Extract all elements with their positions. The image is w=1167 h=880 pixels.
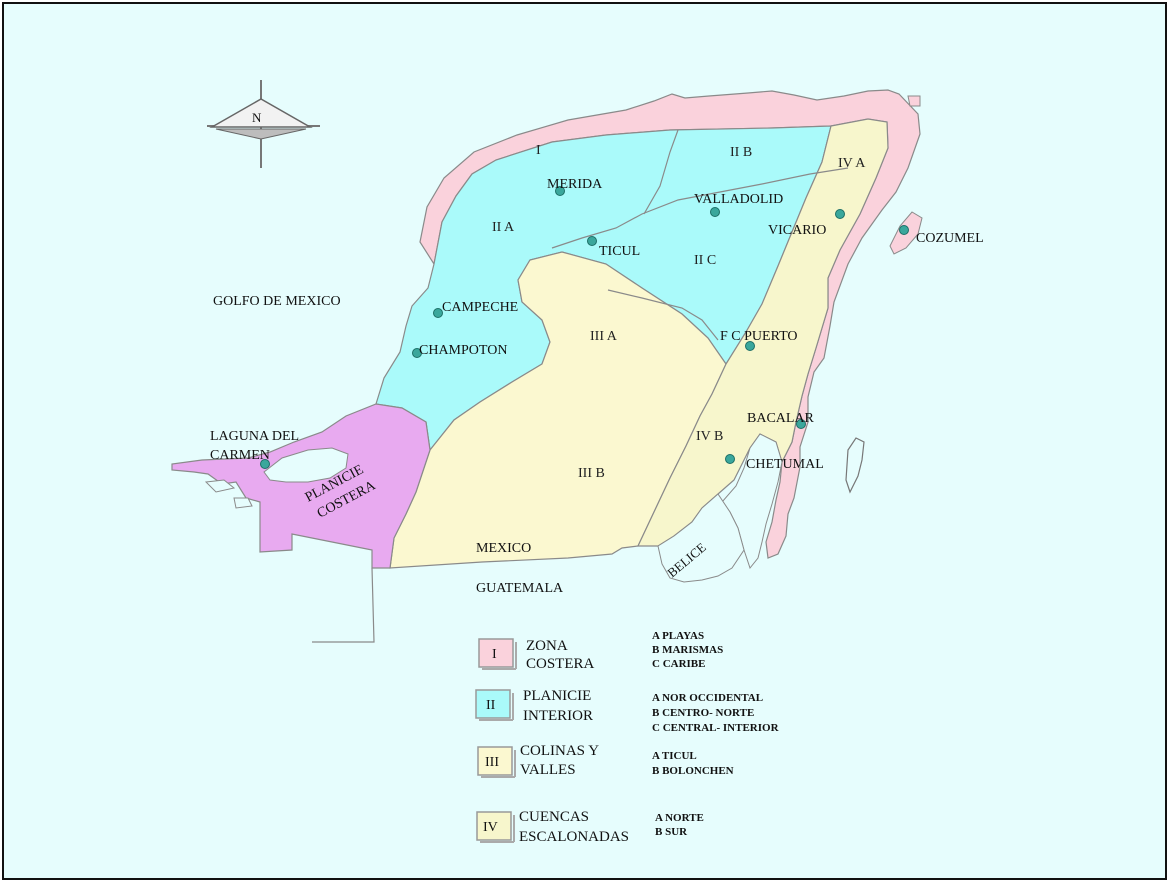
legend-sub: A NORTE — [655, 812, 704, 824]
border-line — [312, 567, 375, 643]
laguna-label-line1: LAGUNA DEL — [210, 429, 299, 444]
valladolid-label: VALLADOLID — [694, 192, 783, 207]
legend-title-line2: ESCALONADAS — [519, 829, 629, 845]
merida-marker[interactable] — [555, 186, 565, 196]
legend-item-colinas-valles: III COLINAS Y VALLES A TICUL B BOLONCHEN — [477, 743, 734, 778]
fc-puerto-label: F C PUERTO — [720, 329, 797, 344]
yucatan-map: N I II A — [171, 80, 984, 845]
legend-numeral: IV — [483, 820, 498, 835]
zone-ii-b-label: II B — [730, 145, 752, 160]
bahia-chetumal-water — [721, 433, 783, 570]
vicario-marker[interactable] — [835, 209, 845, 219]
guatemala-label: GUATEMALA — [476, 581, 564, 596]
fc-puerto-marker[interactable] — [745, 341, 755, 351]
legend-item-planicie-interior: II PLANICIE INTERIOR A NOR OCCIDENTAL B … — [475, 688, 780, 734]
legend-title-line2: VALLES — [520, 762, 576, 778]
mexico-label: MEXICO — [476, 541, 531, 556]
chinchorro-islands — [845, 437, 865, 494]
zone-labels: I II A II B II C III A III B IV A IV B — [492, 143, 866, 481]
valladolid-marker[interactable] — [710, 207, 720, 217]
compass-north-label: N — [252, 110, 262, 125]
legend-sub: B SUR — [655, 826, 688, 838]
cuencas-escalonadas-region — [637, 118, 889, 547]
islet-shape — [907, 95, 921, 107]
zone-ii-c-label: II C — [694, 253, 716, 268]
laguna-label-line2: CARMEN — [210, 448, 270, 463]
merida-label: MERIDA — [547, 177, 603, 192]
legend-sub: B MARISMAS — [652, 644, 723, 656]
legend-numeral: I — [492, 647, 497, 662]
colinas-valles-region — [389, 251, 727, 569]
planicie-costera-region — [171, 403, 431, 569]
legend-sub: B CENTRO- NORTE — [652, 707, 754, 719]
legend-item-cuencas-escalonadas: IV CUENCAS ESCALONADAS A NORTE B SUR — [476, 809, 704, 845]
legend-item-zona-costera: I ZONA COSTERA A PLAYAS B MARISMAS C CAR… — [478, 630, 723, 672]
legend-numeral: II — [486, 698, 496, 713]
bacalar-marker[interactable] — [796, 419, 806, 429]
chetumal-label: CHETUMAL — [746, 457, 824, 472]
legend: I ZONA COSTERA A PLAYAS B MARISMAS C CAR… — [475, 630, 780, 845]
legend-sub: A NOR OCCIDENTAL — [652, 692, 763, 704]
subzone-boundaries — [551, 129, 849, 341]
laguna-del-carmen-water — [263, 447, 349, 483]
legend-sub: B BOLONCHEN — [652, 765, 734, 777]
zone-iv-a-label: IV A — [838, 156, 866, 171]
belice-outline — [657, 493, 745, 583]
zone-iii-a-label: III A — [590, 329, 618, 344]
champoton-marker[interactable] — [412, 348, 422, 358]
cozumel-label: COZUMEL — [916, 231, 984, 246]
campeche-marker[interactable] — [433, 308, 443, 318]
zone-iv-b-label: IV B — [696, 429, 723, 444]
ticul-label: TICUL — [599, 244, 640, 259]
laguna-marker[interactable] — [260, 459, 270, 469]
zone-iii-b-label: III B — [578, 466, 605, 481]
zone-i-label: I — [536, 143, 541, 158]
legend-numeral: III — [485, 755, 499, 770]
bacalar-label: BACALAR — [747, 411, 815, 426]
legend-title-line1: ZONA — [526, 638, 568, 654]
legend-title-line2: INTERIOR — [523, 708, 593, 724]
legend-sub: C CENTRAL- INTERIOR — [652, 722, 780, 734]
city-markers — [260, 186, 909, 469]
legend-title-line2: COSTERA — [526, 656, 595, 672]
legend-sub: C CARIBE — [652, 658, 705, 670]
legend-title-line1: COLINAS Y — [520, 743, 599, 759]
chetumal-marker[interactable] — [725, 454, 735, 464]
compass-rose-icon: N — [207, 80, 320, 168]
ticul-marker[interactable] — [587, 236, 597, 246]
legend-sub: A PLAYAS — [652, 630, 704, 642]
cozumel-marker[interactable] — [899, 225, 909, 235]
campeche-label: CAMPECHE — [442, 300, 518, 315]
zone-ii-a-label: II A — [492, 220, 515, 235]
legend-sub: A TICUL — [652, 750, 697, 762]
coastal-islets — [204, 479, 253, 509]
champoton-label: CHAMPOTON — [419, 343, 507, 358]
vicario-label: VICARIO — [768, 223, 826, 238]
legend-title-line1: CUENCAS — [519, 809, 589, 825]
legend-title-line1: PLANICIE — [523, 688, 591, 704]
golfo-label: GOLFO DE MEXICO — [213, 294, 341, 309]
